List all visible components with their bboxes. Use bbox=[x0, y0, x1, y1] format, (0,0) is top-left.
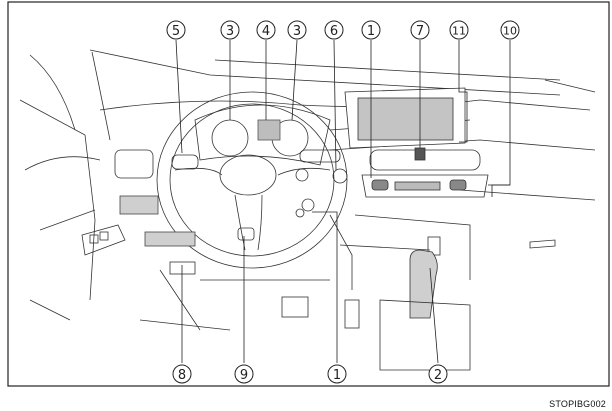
callout-10-top: 10 bbox=[503, 25, 517, 38]
callout-9-bottom: 9 bbox=[240, 368, 248, 383]
callout-8-bottom: 8 bbox=[178, 368, 186, 383]
callout-1-bottom: 1 bbox=[333, 368, 341, 383]
callout-11-top: 11 bbox=[452, 25, 466, 38]
image-code: STOPIBG002 bbox=[549, 399, 606, 409]
callout-7-top: 7 bbox=[416, 24, 424, 39]
callout-6-top: 6 bbox=[330, 24, 338, 39]
callout-3-left: 3 bbox=[226, 24, 234, 39]
callout-4-top: 4 bbox=[262, 24, 270, 39]
callout-3-right: 3 bbox=[293, 24, 301, 39]
callout-5-top: 5 bbox=[172, 24, 180, 39]
callout-1-top: 1 bbox=[367, 24, 375, 39]
callout-2-bottom: 2 bbox=[434, 368, 442, 383]
